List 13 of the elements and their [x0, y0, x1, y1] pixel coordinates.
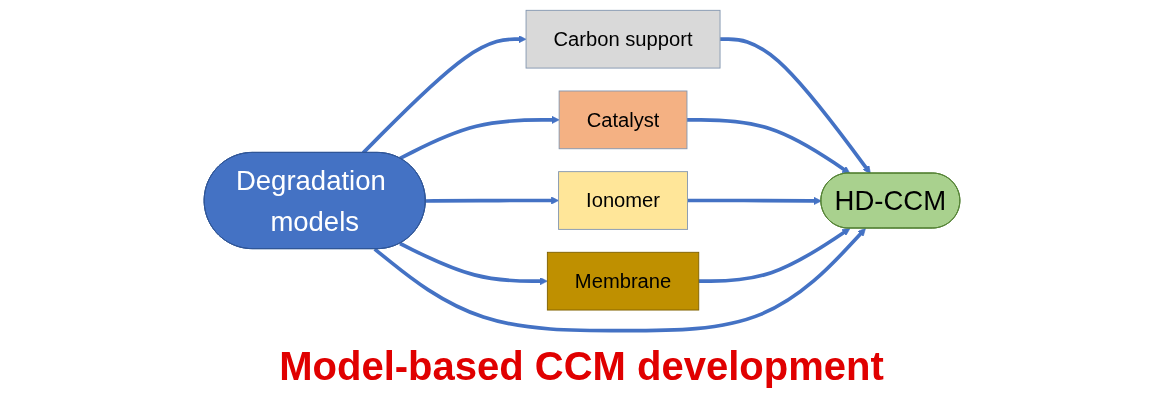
node-box: Membrane [546, 251, 699, 310]
arrow [398, 241, 548, 285]
arrow [373, 227, 866, 332]
arrow [698, 227, 850, 283]
arrow [687, 196, 822, 205]
node-box: Ionomer [557, 170, 688, 230]
arrow [686, 117, 850, 174]
arrow [719, 36, 871, 174]
node-box: Catalyst [558, 90, 687, 149]
arrow [398, 115, 559, 160]
caption: Model-based CCM development [279, 344, 884, 389]
arrow [425, 196, 559, 205]
node-box: Carbon support [525, 9, 720, 69]
